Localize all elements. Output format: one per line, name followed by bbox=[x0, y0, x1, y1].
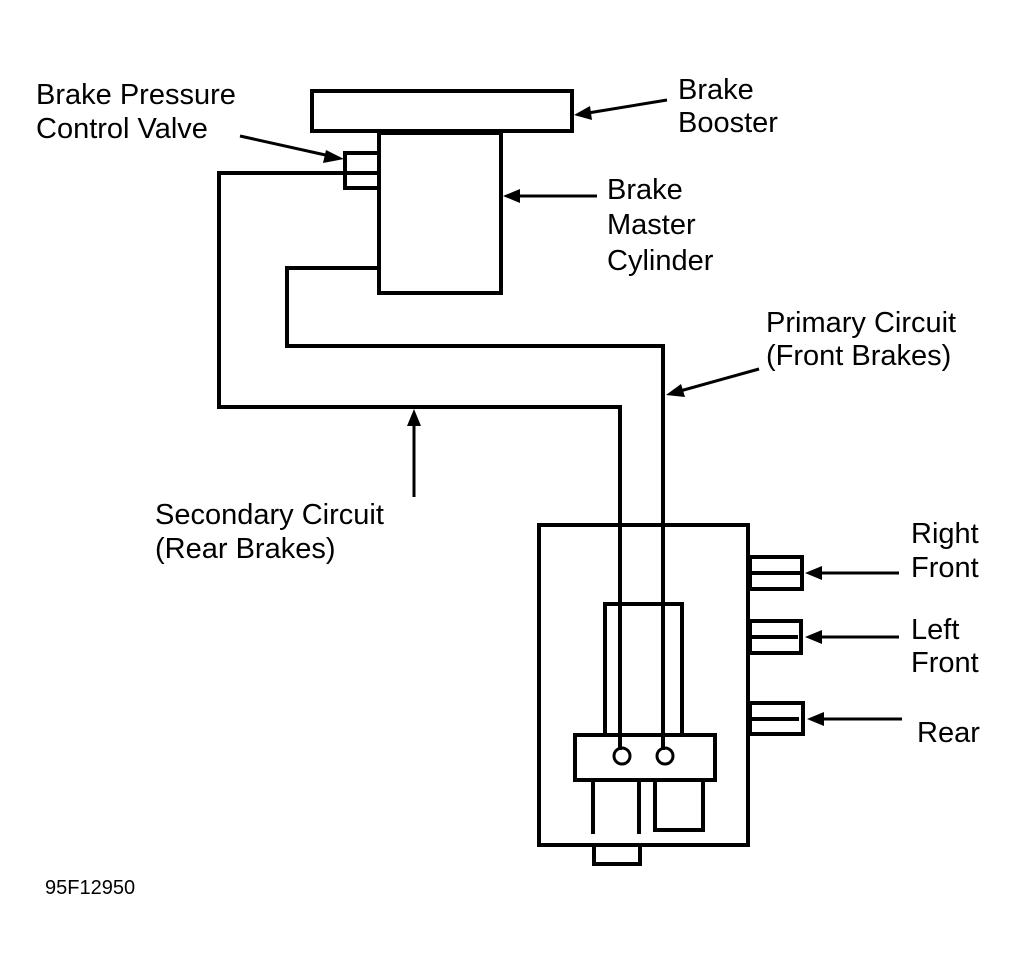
pressure-valve-leader-arrow bbox=[239, 134, 344, 163]
lower-stem-box bbox=[653, 778, 705, 832]
primary-circuit-label-line-1: Primary Circuit bbox=[766, 307, 956, 339]
booster-label-line-2: Booster bbox=[678, 107, 778, 139]
pressure-valve-label-line-2: Control Valve bbox=[36, 113, 208, 145]
booster-leader-arrow bbox=[574, 98, 668, 120]
rear-outlet-fitting bbox=[748, 701, 805, 736]
right-front-leader-arrow bbox=[805, 566, 899, 580]
master-cylinder-leader-arrow bbox=[503, 189, 597, 203]
primary-circuit-leader-arrow bbox=[666, 367, 760, 397]
master-cylinder-label-line-1: Brake bbox=[607, 174, 683, 206]
left-front-leader-arrow bbox=[805, 630, 899, 644]
primary-circuit-line bbox=[285, 266, 665, 750]
brake-pressure-control-valve bbox=[343, 151, 381, 190]
rear-label: Rear bbox=[917, 717, 980, 749]
distribution-block-port-plate bbox=[573, 733, 717, 782]
distribution-block-inner-body bbox=[603, 602, 684, 737]
rear-leader-arrow bbox=[807, 712, 902, 726]
secondary-circuit-label-line-2: (Rear Brakes) bbox=[155, 533, 336, 565]
left-front-outlet-fitting bbox=[748, 619, 803, 655]
secondary-inlet-port bbox=[612, 746, 632, 766]
brake-booster bbox=[310, 89, 574, 133]
master-cylinder-label-line-3: Cylinder bbox=[607, 245, 714, 277]
master-cylinder-label-line-2: Master bbox=[607, 209, 696, 241]
left-front-label-line-1: Left bbox=[911, 614, 959, 646]
primary-circuit-label-line-2: (Front Brakes) bbox=[766, 340, 951, 372]
left-front-label-line-2: Front bbox=[911, 647, 979, 679]
distribution-block-housing bbox=[537, 523, 750, 847]
housing-bottom-tab bbox=[592, 845, 642, 866]
right-front-outlet-fitting bbox=[748, 555, 804, 591]
secondary-circuit-label-line-1: Secondary Circuit bbox=[155, 499, 384, 531]
right-front-label-line-2: Front bbox=[911, 552, 979, 584]
brake-master-cylinder bbox=[377, 131, 503, 295]
pressure-valve-label-line-1: Brake Pressure bbox=[36, 79, 236, 111]
figure-code: 95F12950 bbox=[45, 877, 135, 899]
secondary-circuit-line bbox=[217, 171, 622, 750]
right-front-label-line-1: Right bbox=[911, 518, 979, 550]
booster-label-line-1: Brake bbox=[678, 74, 754, 106]
secondary-circuit-leader-arrow bbox=[407, 409, 421, 497]
primary-inlet-port bbox=[655, 746, 675, 766]
